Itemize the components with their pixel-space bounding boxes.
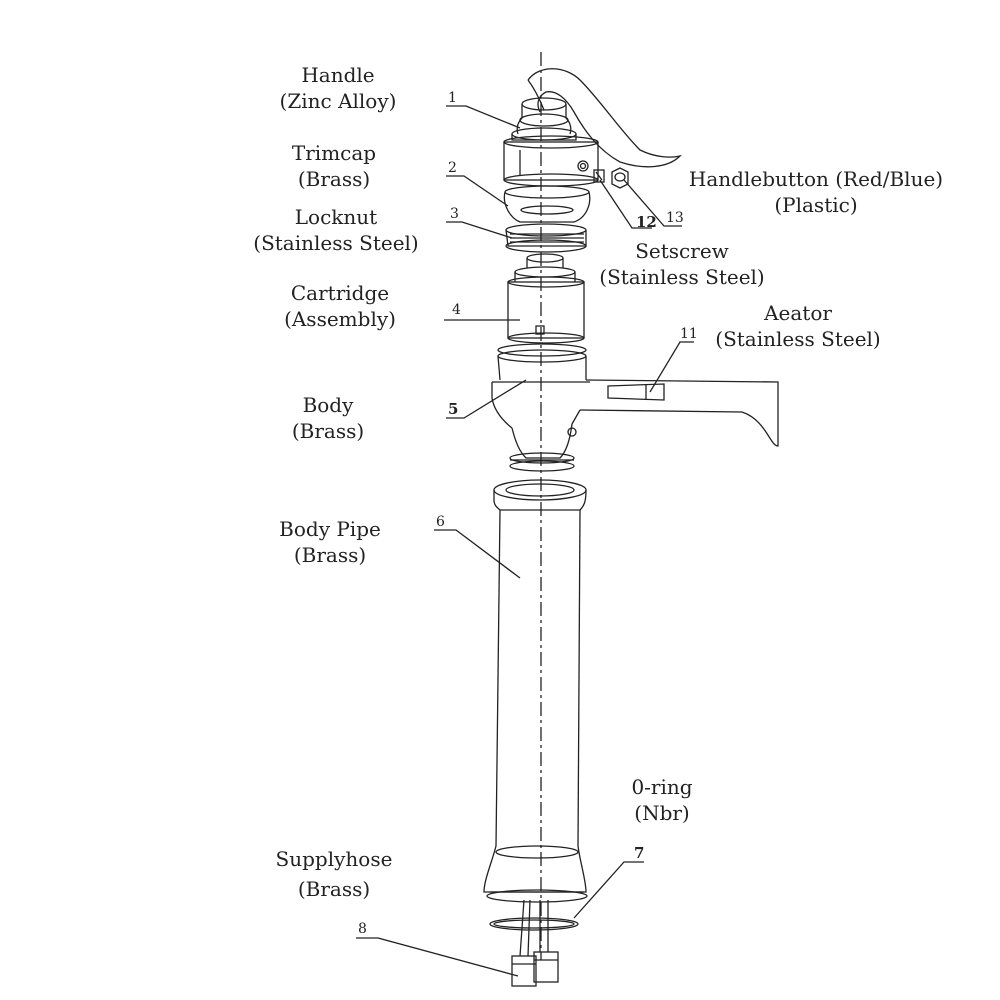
part-number-12: 12: [636, 213, 657, 231]
part-material: (Plastic): [774, 193, 858, 217]
part-material: (Stainless Steel): [599, 265, 765, 289]
label-setscrew: Setscrew (Stainless Steel): [599, 238, 764, 290]
leader-3: [446, 221, 513, 239]
label-supplyhose: Supplyhose (Brass): [276, 844, 393, 904]
part-name: Setscrew: [635, 239, 729, 263]
part-name: Handle: [301, 63, 375, 87]
part-number-6: 6: [436, 514, 445, 530]
part-number-11: 11: [680, 326, 698, 342]
label-handlebutton: Handlebutton (Red/Blue) (Plastic): [689, 166, 943, 218]
leader-1: [446, 105, 521, 129]
leader-6: [434, 529, 521, 579]
leader-5: [446, 379, 527, 419]
part-name: Cartridge: [290, 281, 390, 305]
part-number-1: 1: [448, 90, 457, 106]
o-ring-drawing: [489, 917, 579, 931]
part-material: (Brass): [297, 877, 371, 901]
leader-7: [573, 861, 644, 919]
part-material: (Brass): [297, 167, 371, 191]
body-pipe-drawing: [483, 479, 588, 903]
leader-11: [649, 341, 694, 393]
part-material: (Stainless Steel): [253, 231, 419, 255]
part-material: (Zinc Alloy): [279, 89, 397, 113]
part-material: (Nbr): [634, 801, 690, 825]
body-drawing: [491, 343, 779, 472]
leader-8: [356, 937, 519, 977]
cartridge-drawing: [507, 253, 585, 344]
trimcap-drawing: [503, 185, 591, 223]
part-name: Handlebutton (Red/Blue): [688, 167, 944, 191]
locknut-drawing: [505, 223, 587, 253]
leader-lines: [356, 105, 694, 977]
setscrew-drawing: [593, 169, 605, 183]
part-material: (Brass): [293, 543, 367, 567]
label-locknut: Locknut (Stainless Steel): [253, 204, 418, 256]
leader-13: [623, 179, 682, 227]
leader-2: [446, 175, 509, 207]
part-number-3: 3: [450, 206, 459, 222]
part-number-2: 2: [448, 160, 457, 176]
part-name: Supplyhose: [275, 847, 393, 871]
label-body-pipe: Body Pipe (Brass): [279, 516, 381, 568]
part-number-7: 7: [634, 844, 645, 862]
part-name: Aeator: [764, 301, 832, 325]
part-number-13: 13: [666, 210, 684, 226]
part-name: Trimcap: [291, 141, 377, 165]
label-handle: Handle (Zinc Alloy): [280, 62, 397, 114]
part-number-8: 8: [358, 921, 367, 937]
part-number-5: 5: [448, 400, 459, 418]
supplyhose-drawing: [511, 899, 559, 987]
part-material: (Stainless Steel): [715, 327, 881, 351]
part-number-4: 4: [452, 302, 461, 318]
part-material: (Brass): [291, 419, 365, 443]
handle-drawing: [503, 68, 683, 187]
handlebutton-drawing: [611, 167, 629, 189]
part-name: Body Pipe: [279, 517, 381, 541]
part-name: Locknut: [294, 205, 378, 229]
label-o-ring: 0-ring (Nbr): [631, 774, 692, 826]
part-material: (Assembly): [284, 307, 396, 331]
label-aeator: Aeator (Stainless Steel): [715, 300, 880, 352]
label-trimcap: Trimcap (Brass): [292, 140, 376, 192]
label-body: Body (Brass): [292, 392, 364, 444]
part-name: Body: [302, 393, 354, 417]
label-cartridge: Cartridge (Assembly): [284, 280, 396, 332]
leader-12: [599, 179, 652, 229]
part-name: 0-ring: [631, 775, 693, 799]
